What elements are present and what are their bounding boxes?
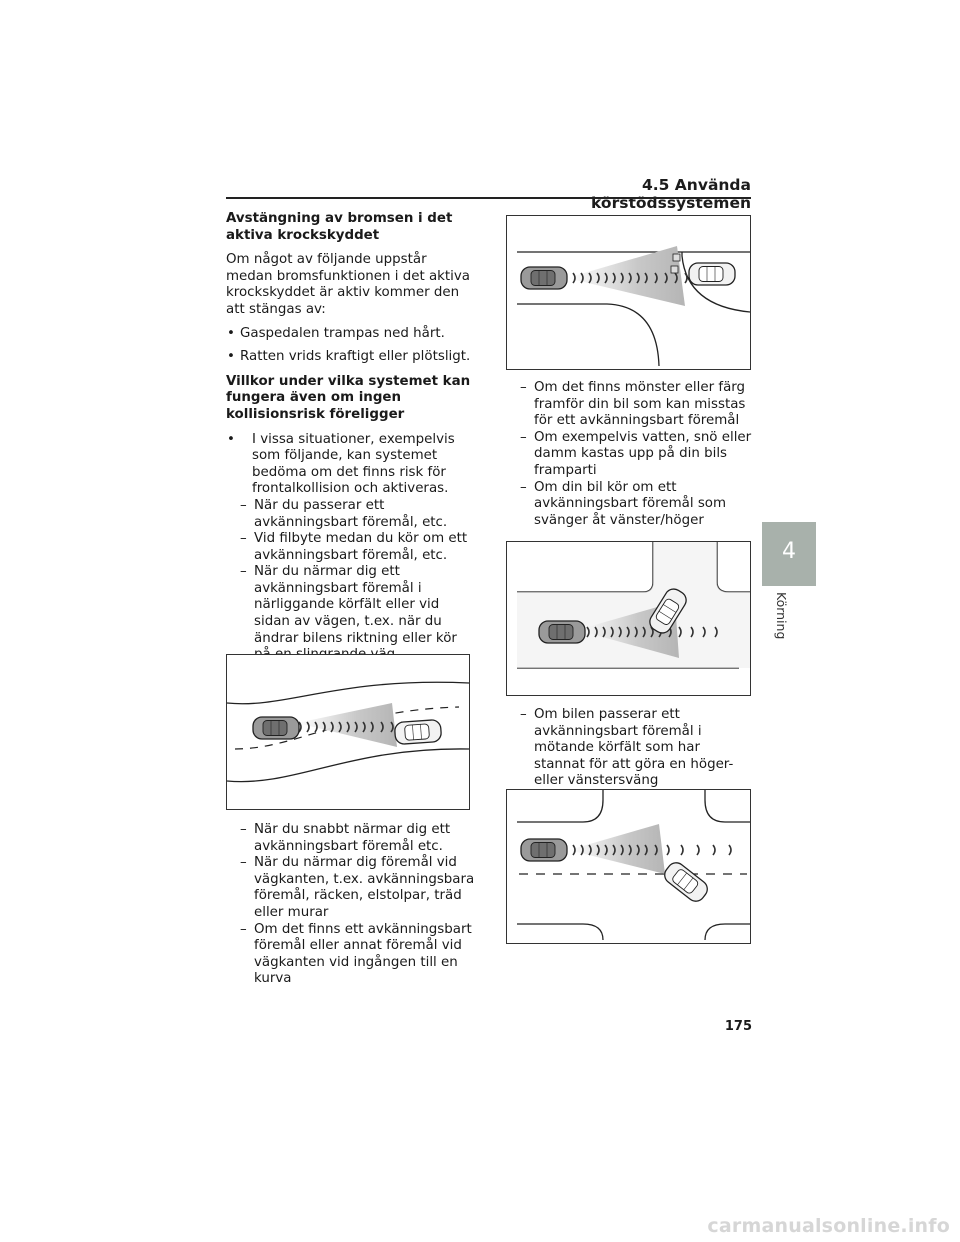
figure-oncoming-object <box>506 789 751 944</box>
page-number: 175 <box>724 1019 752 1034</box>
dash-curve-entry: Om det finns ett avkänningsbart föremål … <box>240 922 476 988</box>
bullet-steering: Ratten vrids kraftigt eller plötsligt. <box>226 349 476 366</box>
dash-roadside: När du närmar dig föremål vid vägkanten,… <box>240 855 476 921</box>
dash-turning: Om din bil kör om ett avkänningsbart för… <box>520 480 752 530</box>
bullet-situations: I vissa situationer, exempelvis som följ… <box>226 432 476 498</box>
dash-pattern: Om det finns mönster eller färg framför … <box>520 380 752 430</box>
dash-fast-approach: När du snabbt närmar dig ett avkänningsb… <box>240 822 476 855</box>
left-column: Avstängning av bromsen i det aktiva kroc… <box>226 211 476 664</box>
section-title: 4.5 Använda körstödssystemen <box>591 176 751 212</box>
right-column-top: Om det finns mönster eller färg framför … <box>520 380 752 529</box>
figure-curve-road <box>226 654 470 810</box>
dash-approach: När du närmar dig ett avkänningsbart för… <box>240 564 476 664</box>
heading-shutdown: Avstängning av bromsen i det aktiva kroc… <box>226 211 453 243</box>
header-rule <box>226 197 751 199</box>
paragraph-shutdown: Om något av följande uppstår medan broms… <box>226 252 471 317</box>
heading-conditions: Villkor under vilka systemet kan fungera… <box>226 373 471 422</box>
figure-turning-object <box>506 541 751 696</box>
figure-curve-entry <box>506 215 751 370</box>
right-column-bottom: Om bilen passerar ett avkänningsbart för… <box>520 707 752 790</box>
dash-passing: När du passerar ett avkänningsbart förem… <box>240 498 476 531</box>
watermark: carmanualsonline.info <box>707 1215 950 1237</box>
chapter-label: Körning <box>774 592 789 640</box>
chapter-tab[interactable]: 4 <box>762 522 816 586</box>
left-column-lower: När du snabbt närmar dig ett avkänningsb… <box>240 822 476 988</box>
dash-lane-change: Vid filbyte medan du kör om ett avkännin… <box>240 531 476 564</box>
dash-spray: Om exempelvis vatten, snö eller damm kas… <box>520 430 752 480</box>
dash-oncoming: Om bilen passerar ett avkänningsbart för… <box>520 707 752 790</box>
bullet-accelerator: Gaspedalen trampas ned hårt. <box>226 326 476 343</box>
